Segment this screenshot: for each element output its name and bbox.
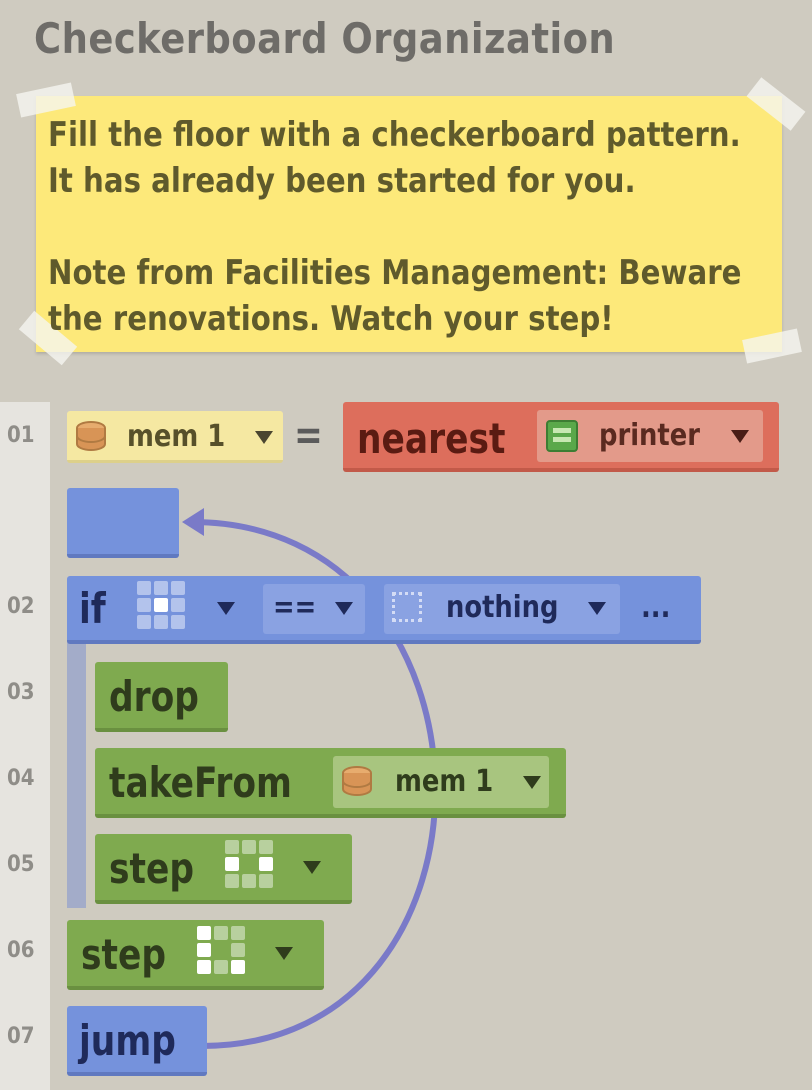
takefrom-memory-label: mem 1 [395, 764, 494, 799]
if-block[interactable]: if == nothing ... [67, 576, 701, 644]
if-keyword: if [79, 584, 106, 633]
step-block-line-05[interactable]: step [95, 834, 352, 904]
if-block-body-bar [67, 636, 86, 908]
direction-right-icon[interactable] [225, 840, 273, 888]
line-number-gutter [0, 402, 50, 1090]
instructions-note [36, 96, 782, 352]
line-number-06: 06 [7, 938, 35, 963]
nearest-keyword: nearest [357, 414, 506, 463]
takefrom-block[interactable]: takeFrom mem 1 [95, 748, 566, 818]
drop-block[interactable]: drop [95, 662, 228, 732]
chevron-down-icon [255, 431, 273, 444]
chevron-down-icon[interactable] [275, 947, 293, 960]
nothing-value-dropdown[interactable]: nothing [384, 584, 620, 634]
instructions-text: Fill the floor with a checkerboard patte… [48, 112, 742, 342]
memory-slot-label: mem 1 [127, 419, 226, 454]
chevron-down-icon [731, 430, 749, 443]
line-number-05: 05 [7, 852, 35, 877]
chevron-down-icon[interactable] [217, 602, 235, 615]
nothing-icon [392, 592, 422, 622]
jump-keyword: jump [79, 1016, 176, 1065]
comparison-operator-dropdown[interactable]: == [263, 584, 365, 634]
memory-barrel-icon [342, 766, 372, 796]
printer-target-dropdown[interactable]: printer [537, 410, 763, 462]
takefrom-memory-dropdown[interactable]: mem 1 [333, 756, 549, 808]
comparison-operator: == [273, 590, 317, 625]
printer-label: printer [599, 418, 700, 453]
step-keyword: step [81, 930, 166, 979]
nearest-block[interactable]: nearest printer [343, 402, 779, 472]
chevron-down-icon [335, 602, 353, 615]
step-block-line-06[interactable]: step [67, 920, 324, 990]
chevron-down-icon[interactable] [303, 861, 321, 874]
line-number-04: 04 [7, 766, 35, 791]
nothing-label: nothing [446, 590, 559, 625]
assign-operator: = [294, 410, 323, 459]
instructions-line-3: Note from Facilities Management: Beware [48, 253, 742, 293]
chevron-down-icon [588, 602, 606, 615]
instructions-line-2: It has already been started for you. [48, 161, 636, 201]
level-title: Checkerboard Organization [34, 14, 616, 63]
memory-slot-mem1[interactable]: mem 1 [67, 411, 283, 463]
direction-here-icon[interactable] [137, 581, 185, 629]
line-number-07: 07 [7, 1024, 35, 1049]
takefrom-keyword: takeFrom [109, 758, 292, 807]
printer-icon [546, 420, 578, 452]
line-number-03: 03 [7, 680, 35, 705]
instructions-line-4: the renovations. Watch your step! [48, 299, 614, 339]
jump-block[interactable]: jump [67, 1006, 207, 1076]
step-keyword: step [109, 844, 194, 893]
more-options-button[interactable]: ... [641, 590, 671, 625]
line-number-01: 01 [7, 423, 35, 448]
drop-keyword: drop [109, 672, 199, 721]
memory-barrel-icon [76, 421, 106, 451]
line-number-02: 02 [7, 594, 35, 619]
direction-left-icon[interactable] [197, 926, 245, 974]
jump-target-marker[interactable] [67, 488, 179, 558]
instructions-line-1: Fill the floor with a checkerboard patte… [48, 115, 741, 155]
chevron-down-icon [523, 776, 541, 789]
